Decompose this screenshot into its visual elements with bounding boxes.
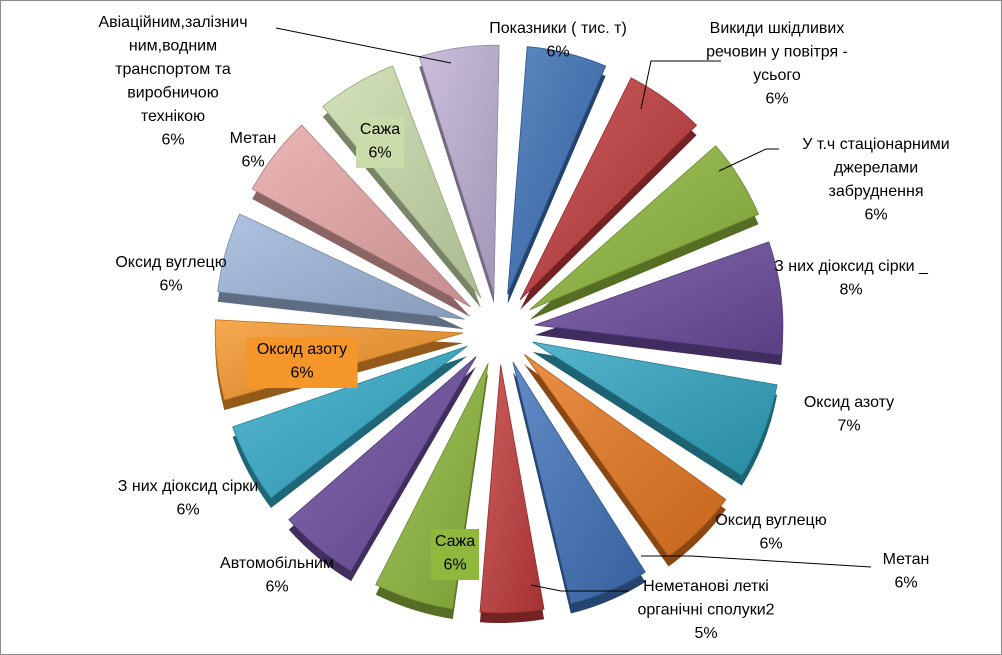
data-label-category: Сажа bbox=[435, 533, 475, 550]
data-label-category: З них діоксид сірки _ bbox=[774, 258, 929, 275]
leader-line bbox=[640, 60, 721, 110]
data-label-category: Викиди шкідливих bbox=[710, 20, 845, 37]
data-label-category: технікою bbox=[141, 108, 205, 125]
pie-slice bbox=[534, 241, 784, 356]
pie-slice bbox=[507, 46, 607, 295]
data-label-percent: 6% bbox=[864, 207, 887, 224]
data-label-box bbox=[356, 117, 404, 168]
data-label-box bbox=[431, 529, 479, 580]
data-label-category: органічні сполуки2 bbox=[637, 602, 774, 619]
data-label-percent: 6% bbox=[290, 365, 313, 382]
data-label-category: У т.ч стаціонарними bbox=[802, 136, 949, 153]
data-label-percent: 6% bbox=[241, 154, 264, 171]
pie-slice bbox=[529, 145, 760, 311]
data-label-category: транспортом та bbox=[115, 61, 231, 78]
data-label-category: ним,водним bbox=[129, 38, 217, 55]
pie-slice bbox=[532, 341, 778, 477]
data-label-category: речовин у повітря - bbox=[706, 44, 848, 61]
data-label-category: Показники ( тис. т) bbox=[489, 20, 627, 37]
data-label-percent: 6% bbox=[759, 536, 782, 553]
data-label-box bbox=[246, 337, 358, 388]
data-label-percent: 6% bbox=[765, 91, 788, 108]
pie-slice bbox=[479, 364, 545, 614]
data-label-percent: 5% bbox=[694, 625, 717, 642]
leader-line bbox=[530, 584, 629, 592]
leader-line bbox=[641, 555, 872, 568]
pie-slice bbox=[232, 345, 468, 499]
data-label-percent: 6% bbox=[443, 557, 466, 574]
pie-slice bbox=[519, 77, 698, 301]
data-label-category: Сажа bbox=[360, 121, 400, 138]
data-label-percent: 6% bbox=[894, 575, 917, 592]
data-label-percent: 6% bbox=[265, 579, 288, 596]
data-label-category: усього bbox=[753, 67, 801, 84]
data-label-category: джерелами bbox=[834, 160, 918, 177]
pie-slice bbox=[251, 124, 471, 308]
data-label-percent: 6% bbox=[159, 278, 182, 295]
data-label-category: З них діоксид сірки bbox=[118, 478, 258, 495]
data-label-category: Авіаційним,залізнич bbox=[98, 14, 247, 31]
pie-slice bbox=[217, 213, 465, 320]
pie-slice bbox=[288, 356, 477, 572]
data-label-percent: 6% bbox=[176, 502, 199, 519]
data-label-category: Оксид вуглецю bbox=[115, 254, 226, 271]
data-label-category: Неметанові леткі bbox=[643, 578, 769, 595]
data-label-category: Автомобільним bbox=[220, 555, 334, 572]
data-label-category: Метан bbox=[230, 130, 277, 147]
data-label-percent: 7% bbox=[837, 418, 860, 435]
data-label-category: Оксид азоту bbox=[257, 341, 347, 358]
data-label-category: Метан bbox=[883, 551, 930, 568]
data-label-percent: 8% bbox=[839, 282, 862, 299]
data-label-category: забруднення bbox=[829, 183, 924, 200]
data-label-percent: 6% bbox=[161, 132, 184, 149]
data-label-category: Оксид вуглецю bbox=[715, 512, 826, 529]
data-label-percent: 6% bbox=[546, 44, 569, 61]
leader-line bbox=[275, 27, 452, 64]
leader-line bbox=[718, 148, 779, 172]
data-label-percent: 6% bbox=[368, 145, 391, 162]
data-label-category: виробничою bbox=[127, 85, 218, 102]
data-label-category: Оксид азоту bbox=[804, 394, 894, 411]
